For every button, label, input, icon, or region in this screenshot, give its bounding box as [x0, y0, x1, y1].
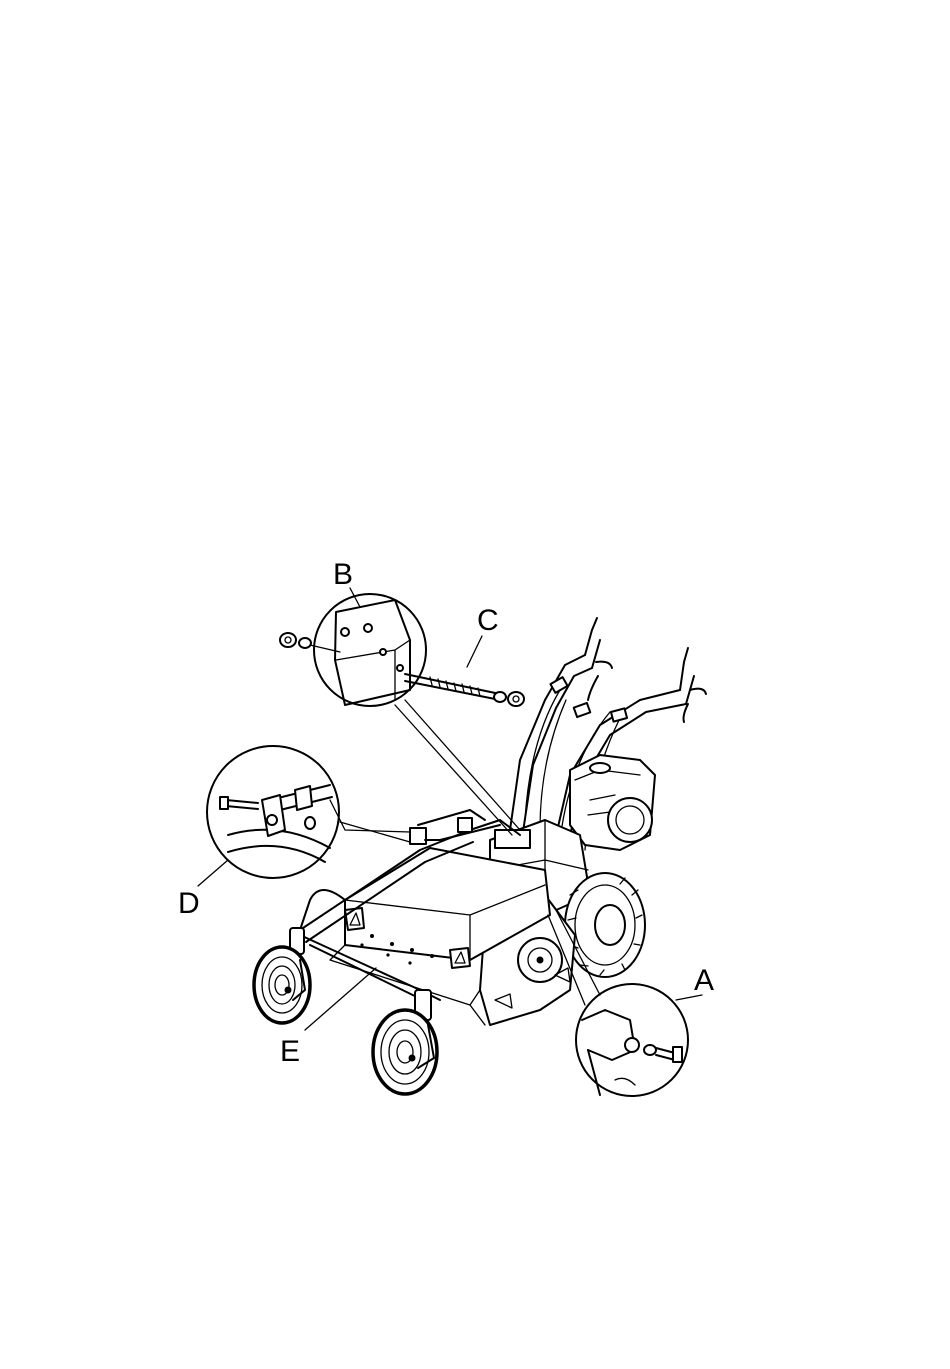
label-a: A — [694, 964, 714, 997]
label-b: B — [333, 558, 353, 591]
label-e: E — [280, 1035, 300, 1068]
engine — [570, 755, 655, 850]
caster-wheel-right — [373, 990, 437, 1094]
caster-wheel-left — [254, 928, 310, 1023]
drive-wheel — [565, 873, 645, 977]
label-c: C — [477, 604, 499, 637]
label-d: D — [178, 887, 200, 920]
